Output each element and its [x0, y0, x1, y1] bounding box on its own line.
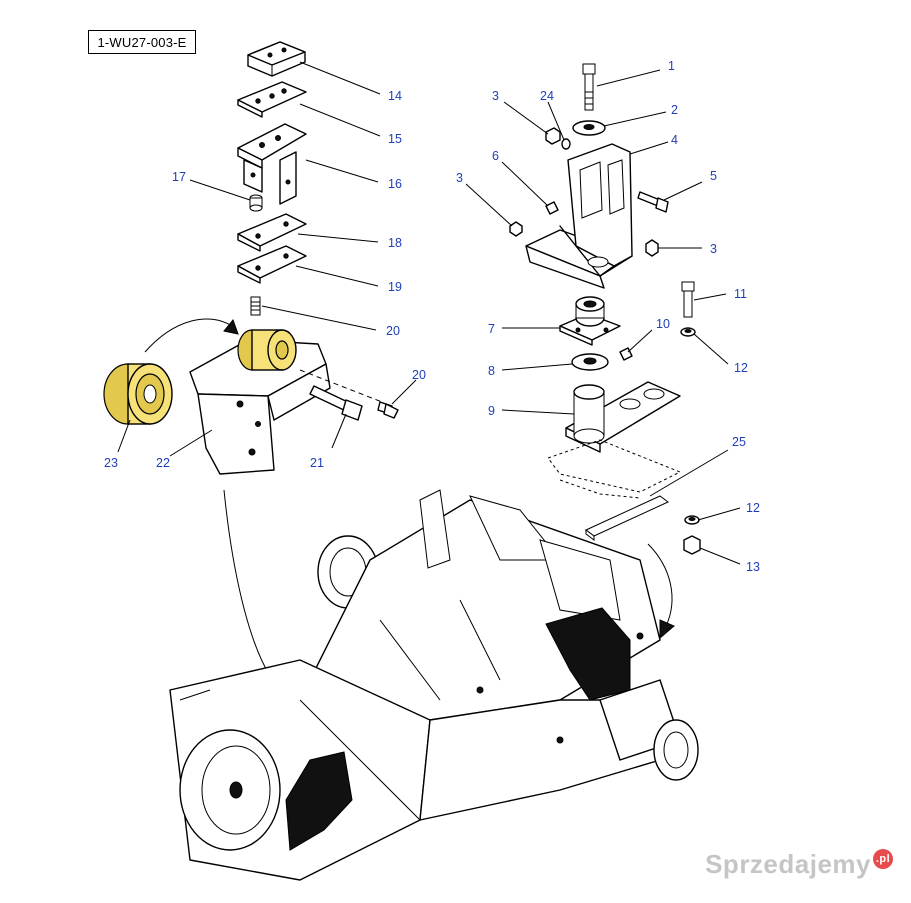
part-19-plate — [237, 245, 307, 284]
callout-2: 2 — [671, 103, 678, 117]
callout-6: 6 — [492, 149, 499, 163]
callout-18: 18 — [388, 236, 402, 250]
watermark-suffix: .pl — [873, 849, 893, 869]
part-20-bolt-top — [250, 296, 261, 316]
callout-5: 5 — [710, 169, 717, 183]
part-24-washer — [561, 138, 571, 150]
part-21-long-bolt — [309, 385, 363, 421]
callout-3: 3 — [456, 171, 463, 185]
part-18-plate — [237, 213, 307, 252]
part-4-bracket — [525, 143, 633, 289]
watermark: Sprzedajemy.pl — [705, 849, 893, 880]
callout-15: 15 — [388, 132, 402, 146]
part-5-bolt — [637, 191, 669, 213]
callout-19: 19 — [388, 280, 402, 294]
part-7-mount — [559, 296, 621, 346]
callout-12: 12 — [746, 501, 760, 515]
callout-22: 22 — [156, 456, 170, 470]
callout-20: 20 — [386, 324, 400, 338]
part-6-bolt — [545, 201, 559, 215]
part-2-washer — [572, 120, 606, 136]
callout-7: 7 — [488, 322, 495, 336]
callout-4: 4 — [671, 133, 678, 147]
part-3-nut-left — [509, 221, 523, 237]
callout-20: 20 — [412, 368, 426, 382]
callout-12: 12 — [734, 361, 748, 375]
part-17-spacer — [249, 194, 263, 212]
part-23-rubber-mount — [103, 363, 173, 425]
callout-1: 1 — [668, 59, 675, 73]
part-25-shim — [585, 495, 669, 541]
callout-3: 3 — [492, 89, 499, 103]
callout-labels: 1 2 3 24 4 6 5 3 3 11 7 10 12 8 9 25 12 … — [104, 59, 760, 574]
transmission-housing — [169, 489, 699, 881]
part-16-bracket — [237, 123, 307, 205]
part-15-plate — [237, 81, 307, 118]
part-8-washer — [571, 353, 609, 371]
part-9-plate-post — [565, 381, 681, 453]
callout-23: 23 — [104, 456, 118, 470]
callout-8: 8 — [488, 364, 495, 378]
part-1-bolt — [582, 63, 596, 111]
part-13-nut — [683, 535, 701, 555]
callout-11: 11 — [734, 287, 747, 301]
callout-14: 14 — [388, 89, 402, 103]
callout-3: 3 — [710, 242, 717, 256]
part-11-bolt — [681, 281, 695, 318]
part-3-nut-top — [545, 127, 561, 145]
callout-13: 13 — [746, 560, 760, 574]
callout-17: 17 — [172, 170, 186, 184]
part-12-washer-bottom — [684, 515, 700, 525]
callout-9: 9 — [488, 404, 495, 418]
part-14-block — [247, 41, 306, 77]
part-23-rubber-mount-installed — [237, 329, 297, 371]
part-20-bolt-right — [377, 401, 399, 419]
callout-24: 24 — [540, 89, 554, 103]
callout-25: 25 — [732, 435, 746, 449]
watermark-text: Sprzedajemy — [705, 849, 871, 879]
part-22-mount-bracket — [189, 339, 331, 475]
reference-code: 1-WU27-003-E — [88, 30, 196, 54]
part-3-nut-right — [645, 239, 659, 257]
callout-10: 10 — [656, 317, 670, 331]
callout-16: 16 — [388, 177, 402, 191]
callout-21: 21 — [310, 456, 324, 470]
part-12-washer-top — [680, 327, 696, 337]
leader-lines — [117, 61, 741, 565]
